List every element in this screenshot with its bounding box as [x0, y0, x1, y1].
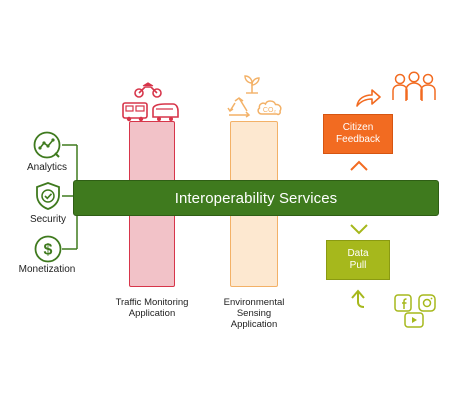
- citizen-feedback-line2: Feedback: [336, 134, 380, 145]
- citizen-feedback-box: Citizen Feedback: [323, 114, 393, 154]
- environment-label-line3: Application: [230, 319, 278, 330]
- data-pull-box: Data Pull: [326, 240, 390, 280]
- environment-label-line2: Sensing: [236, 308, 272, 319]
- data-pull-line1: Data: [347, 248, 369, 259]
- citizen-feedback-line1: Citizen: [342, 122, 374, 133]
- co2-text: CO₂: [263, 107, 277, 114]
- environmental-sensing-label: Environmental Sensing Application: [204, 297, 304, 330]
- video-play-icon: [404, 312, 424, 328]
- arrow-up-icon: [347, 288, 369, 310]
- traffic-label-line2: Application: [128, 308, 176, 319]
- bus-icon: [121, 101, 149, 123]
- recycle-icon: [226, 96, 252, 120]
- people-group-icon: [390, 70, 438, 104]
- data-pull-line2: Pull: [349, 260, 367, 271]
- dollar-icon: $: [34, 235, 62, 263]
- motorcycle-icon: [134, 79, 162, 99]
- chevron-up-icon: [349, 160, 369, 172]
- environment-label-line1: Environmental: [223, 297, 285, 308]
- traffic-label-line1: Traffic Monitoring: [115, 297, 189, 308]
- chevron-down-icon: [349, 223, 369, 235]
- analytics-label: Analytics: [26, 162, 67, 173]
- svg-text:$: $: [44, 242, 53, 259]
- co2-cloud-icon: CO₂: [255, 95, 285, 119]
- monetization-label: Monetization: [18, 264, 76, 275]
- interoperability-services-band: Interoperability Services: [73, 180, 439, 216]
- plant-sprout-icon: [240, 73, 264, 95]
- instagram-icon: [418, 294, 436, 312]
- train-icon: [151, 101, 179, 123]
- traffic-monitoring-label: Traffic Monitoring Application: [100, 297, 204, 319]
- security-label: Security: [29, 214, 67, 225]
- analytics-icon: [33, 131, 61, 159]
- interoperability-services-label: Interoperability Services: [174, 189, 338, 207]
- security-shield-icon: [34, 181, 62, 211]
- facebook-icon: [394, 294, 412, 312]
- curved-arrow-icon: [355, 88, 381, 108]
